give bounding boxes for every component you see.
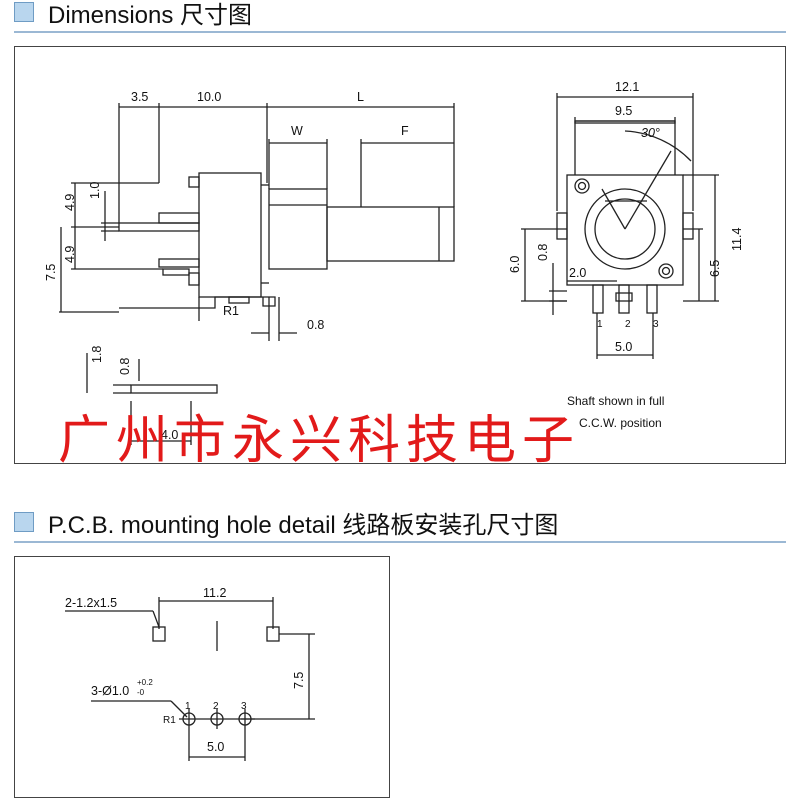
dim-3-5: 3.5 bbox=[131, 90, 148, 104]
pcb-drawing: 2-1.2x1.5 11.2 3-Ø1.0 +0.2 -0 7.5 R1 1 2… bbox=[65, 586, 315, 761]
section-square-icon bbox=[14, 512, 34, 532]
dim-F: F bbox=[401, 124, 409, 138]
dimensions-divider bbox=[14, 31, 786, 33]
dimensions-drawing: 3.5 10.0 L W F 4.9 1.0 4.9 7.5 R1 0.8 1.… bbox=[44, 80, 744, 445]
dim-10-0: 10.0 bbox=[197, 90, 221, 104]
pcb-header: P.C.B. mounting hole detail 线路板安装孔尺寸图 bbox=[14, 504, 558, 540]
dimensions-header: Dimensions 尺寸图 bbox=[14, 0, 252, 30]
pin-1-label: 1 bbox=[597, 319, 603, 330]
dim-11-4: 11.4 bbox=[730, 228, 744, 251]
note-line-1: Shaft shown in full bbox=[567, 394, 664, 408]
hole-callout: 3-Ø1.0 bbox=[91, 684, 129, 698]
pcb-pin-2: 2 bbox=[213, 701, 219, 712]
hole-tol-upper: +0.2 bbox=[137, 678, 153, 687]
pcb-panel: 2-1.2x1.5 11.2 3-Ø1.0 +0.2 -0 7.5 R1 1 2… bbox=[14, 556, 390, 798]
dim-0-8-right: 0.8 bbox=[536, 244, 550, 261]
dim-6-5: 6.5 bbox=[708, 260, 722, 277]
pcb-pin-3: 3 bbox=[241, 701, 247, 712]
pcb-pin-1: 1 bbox=[185, 701, 191, 712]
dim-5-0-right: 5.0 bbox=[615, 340, 632, 354]
dim-30-deg: 30° bbox=[641, 126, 660, 140]
dim-4-0: 4.0 bbox=[161, 428, 178, 442]
r1-label: R1 bbox=[223, 304, 239, 318]
dim-7-5-left: 7.5 bbox=[44, 264, 58, 281]
pcb-divider bbox=[14, 541, 786, 543]
dim-2-0: 2.0 bbox=[569, 266, 586, 280]
dim-5-0-pcb: 5.0 bbox=[207, 740, 224, 754]
dim-11-2: 11.2 bbox=[203, 586, 226, 600]
pcb-title: P.C.B. mounting hole detail 线路板安装孔尺寸图 bbox=[48, 511, 559, 539]
dim-4-9-upper: 4.9 bbox=[63, 194, 77, 211]
dimensions-panel: 3.5 10.0 L W F 4.9 1.0 4.9 7.5 R1 0.8 1.… bbox=[14, 46, 786, 464]
dim-7-5-pcb: 7.5 bbox=[292, 672, 306, 689]
dim-W: W bbox=[291, 124, 303, 138]
dim-L: L bbox=[357, 90, 364, 104]
dimensions-title: Dimensions 尺寸图 bbox=[48, 1, 253, 29]
dim-12-1: 12.1 bbox=[615, 80, 639, 94]
pcb-r1-label: R1 bbox=[163, 715, 176, 726]
dim-9-5: 9.5 bbox=[615, 104, 632, 118]
dim-0-8-lower: 0.8 bbox=[118, 358, 132, 375]
dim-1-8: 1.8 bbox=[90, 346, 104, 363]
watermark-text: 广州市永兴科技电子 bbox=[58, 411, 581, 471]
hole-tol-lower: -0 bbox=[137, 688, 145, 697]
dim-4-9-lower: 4.9 bbox=[63, 246, 77, 263]
pin-2-label: 2 bbox=[625, 319, 631, 330]
slot-callout: 2-1.2x1.5 bbox=[65, 596, 117, 610]
dim-0-8-pin: 0.8 bbox=[307, 318, 324, 332]
note-line-2: C.C.W. position bbox=[579, 416, 662, 430]
pin-3-label: 3 bbox=[653, 319, 659, 330]
dim-1-0: 1.0 bbox=[88, 182, 102, 199]
dim-6-0: 6.0 bbox=[508, 256, 522, 273]
section-square-icon bbox=[14, 2, 34, 22]
